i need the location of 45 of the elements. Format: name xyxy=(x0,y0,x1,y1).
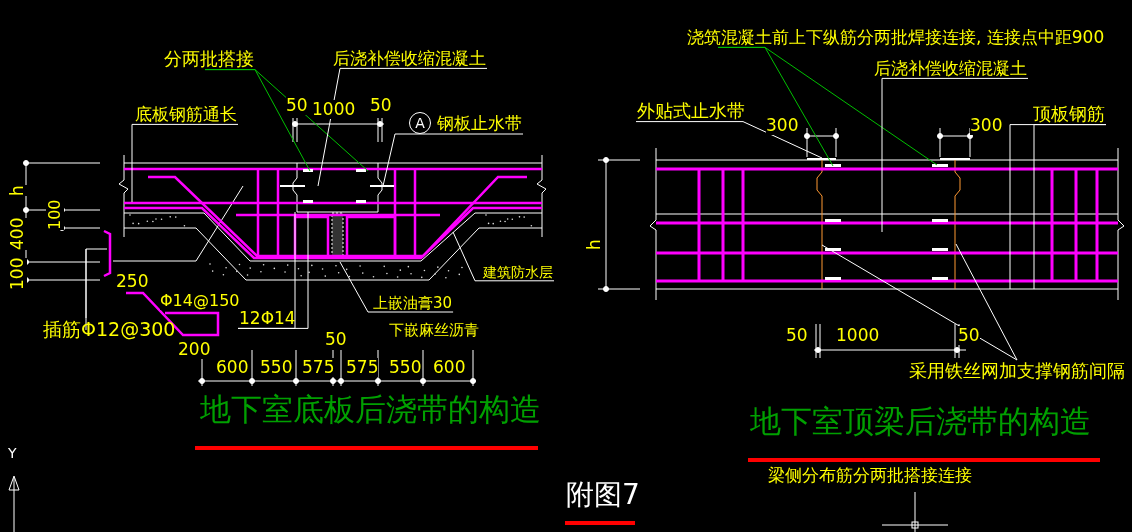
callout-text: 上嵌油膏30 xyxy=(373,294,453,312)
callout-text: 底板钢筋通长 xyxy=(135,104,237,125)
dimension-label: h xyxy=(8,185,27,196)
dimension-label: 100 xyxy=(8,257,27,290)
dimension-label: 300 xyxy=(766,116,799,135)
figure-title: 附图7 xyxy=(566,480,640,511)
leader-line xyxy=(452,231,555,282)
leader-line xyxy=(237,211,296,329)
leader-line xyxy=(131,123,239,203)
leader-line xyxy=(635,121,823,159)
leader-line xyxy=(821,244,1018,361)
callout-text: 12Φ14 xyxy=(239,308,296,329)
drawing-title: 地下室底板后浇带的构造 xyxy=(200,392,541,427)
callout-text: 采用铁丝网加支撑钢筋间隔 xyxy=(909,360,1125,382)
callout-text: 后浇补偿收缩混凝土 xyxy=(333,48,486,69)
callout-text: 分两批搭接 xyxy=(164,48,254,70)
callout-text: 建筑防水层 xyxy=(483,264,553,281)
callout-text: 后浇补偿收缩混凝土 xyxy=(874,58,1027,79)
leader-line xyxy=(317,67,488,187)
leader-line xyxy=(382,133,524,187)
dimension-label: 200 xyxy=(178,340,211,359)
leader-line xyxy=(717,46,938,166)
dimension-label: 50 xyxy=(958,326,980,345)
dimension-label: 50 xyxy=(286,96,308,115)
dimension-label: 1000 xyxy=(312,100,356,119)
callout-text: 插筋Φ12@300 xyxy=(43,318,176,341)
leader-line xyxy=(1033,124,1107,290)
leader-line xyxy=(85,248,108,319)
callout-text: 外贴式止水带 xyxy=(637,100,745,122)
dimension-label: 300 xyxy=(970,116,1003,135)
leader-line xyxy=(339,261,454,313)
leader-line xyxy=(881,77,1029,233)
callout-text: 顶板钢筋 xyxy=(1033,103,1105,125)
leader-line xyxy=(204,69,369,172)
dimension-label: 梁侧分布筋分两批搭接连接 xyxy=(768,466,972,485)
dimension-label: 575 xyxy=(302,358,335,377)
dimension-label: 400 xyxy=(8,217,27,250)
dimension-label: 100 xyxy=(46,199,64,230)
dimension-label: Φ14@150 xyxy=(160,292,240,310)
dimension-label: 575 xyxy=(346,358,379,377)
drawing-title: 地下室顶梁后浇带的构造 xyxy=(750,404,1091,439)
callout-text: 钢板止水带 xyxy=(437,112,522,134)
callout-text: 浇筑混凝土前上下纵筋分两批焊接连接, 连接点中距900 xyxy=(687,27,1105,48)
leader-line xyxy=(955,243,1018,361)
dimension-label: 下嵌麻丝沥青 xyxy=(389,322,479,339)
